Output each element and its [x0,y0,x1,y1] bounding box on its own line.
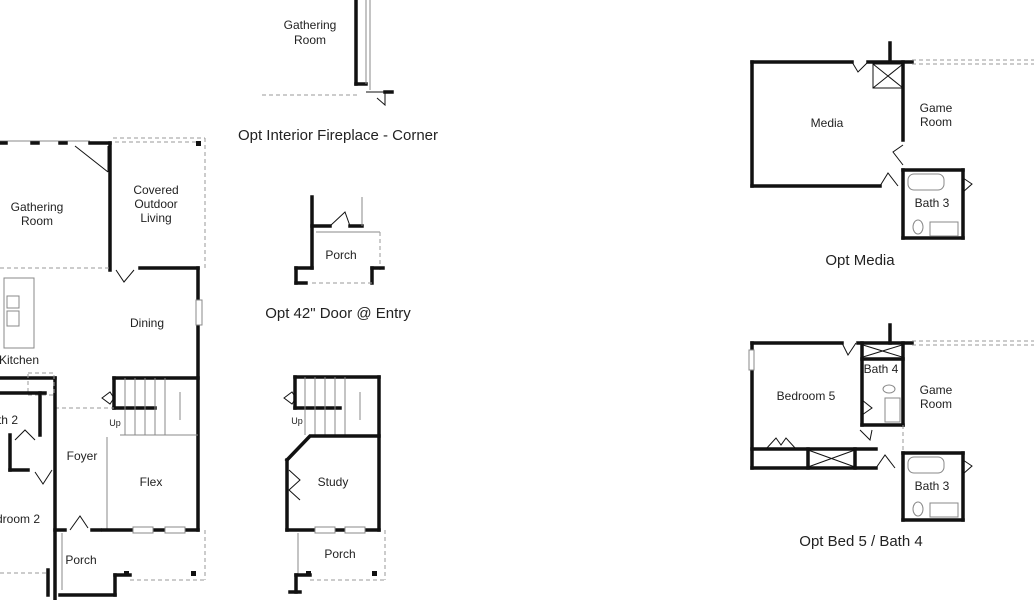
covered-outdoor-living-label-line3: Living [140,211,171,225]
main-floor-plan: Gathering Room Covered Outdoor Living Ki… [0,137,206,600]
covered-outdoor-living-label: Covered [133,183,178,197]
bath-3-label: Bath 3 [915,479,950,493]
bedroom-2-label: Bedroom 2 [0,512,40,526]
caption-door: Opt 42" Door @ Entry [265,305,411,322]
caption-fireplace: Opt Interior Fireplace - Corner [238,127,438,144]
gathering-room-label-line2: Room [21,214,53,228]
study-option-plan: Study Porch Up [283,375,386,594]
media-option-plan: Media Game Room Bath 3 [750,41,1034,240]
bath-3-label: Bath 3 [915,196,950,210]
porch-label: Porch [324,547,355,561]
bedroom-5-label: Bedroom 5 [777,389,836,403]
porch-label: Porch [325,248,356,262]
study-label: Study [318,475,349,489]
stairs-up-label: Up [291,416,303,426]
door-option-plan: Porch [294,195,385,285]
gathering-room-label: Gathering [284,18,337,32]
flex-label: Flex [140,475,163,489]
bath-2-label: Bath 2 [0,413,18,427]
stairs-up-label: Up [109,418,121,428]
media-room-label: Media [811,116,844,130]
covered-outdoor-living-label-line2: Outdoor [134,197,177,211]
porch-label: Porch [65,553,96,567]
game-room-label-line2: Room [920,397,952,411]
game-room-label-line2: Room [920,115,952,129]
bath-4-label: Bath 4 [864,362,899,376]
bedroom-5-option-plan: Bedroom 5 Bath 4 Game Room Bath 3 [748,323,1034,522]
gathering-room-label: Gathering [11,200,64,214]
fireplace-option-plan: Gathering Room [262,0,394,107]
gathering-room-label-line2: Room [294,33,326,47]
caption-media: Opt Media [825,252,895,269]
game-room-label: Game [920,101,953,115]
game-room-label: Game [920,383,953,397]
foyer-label: Foyer [67,449,98,463]
kitchen-label: Kitchen [0,353,39,367]
dining-label: Dining [130,316,164,330]
caption-bed5: Opt Bed 5 / Bath 4 [799,533,922,550]
